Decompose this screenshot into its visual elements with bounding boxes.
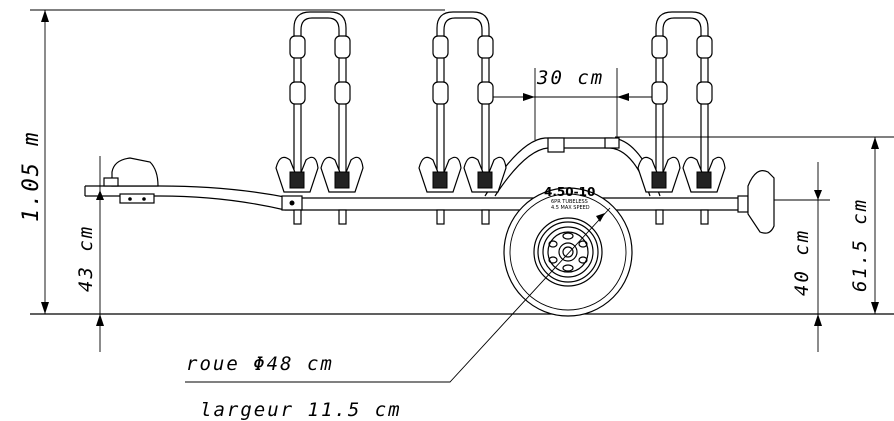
label-frame-height: 40 cm (791, 229, 813, 296)
dim-coupling-height (96, 156, 104, 352)
label-coupling-height: 43 cm (75, 225, 97, 292)
label-total-height: 1.05 m (19, 131, 44, 222)
bike-holders (289, 11, 713, 175)
dim-spacing (490, 68, 665, 140)
dim-frame-height (770, 162, 830, 352)
dim-total-height (30, 9, 445, 314)
label-width: largeur 11.5 cm (200, 399, 402, 421)
tire-line2: 4.5 MAX SPEED (551, 205, 590, 211)
wheel (185, 187, 633, 383)
label-spacing: 30 cm (536, 67, 604, 89)
rear-light (737, 170, 775, 234)
label-wheel: roue Φ48 cm (186, 353, 334, 375)
tire-line1: 6PR TUBELESS (551, 199, 588, 205)
frame (84, 157, 742, 225)
label-top-height: 61.5 cm (849, 198, 871, 292)
tire-size: 4.50-10 (544, 185, 595, 199)
dim-top-height (615, 136, 894, 314)
wheel-clamps (275, 156, 726, 193)
